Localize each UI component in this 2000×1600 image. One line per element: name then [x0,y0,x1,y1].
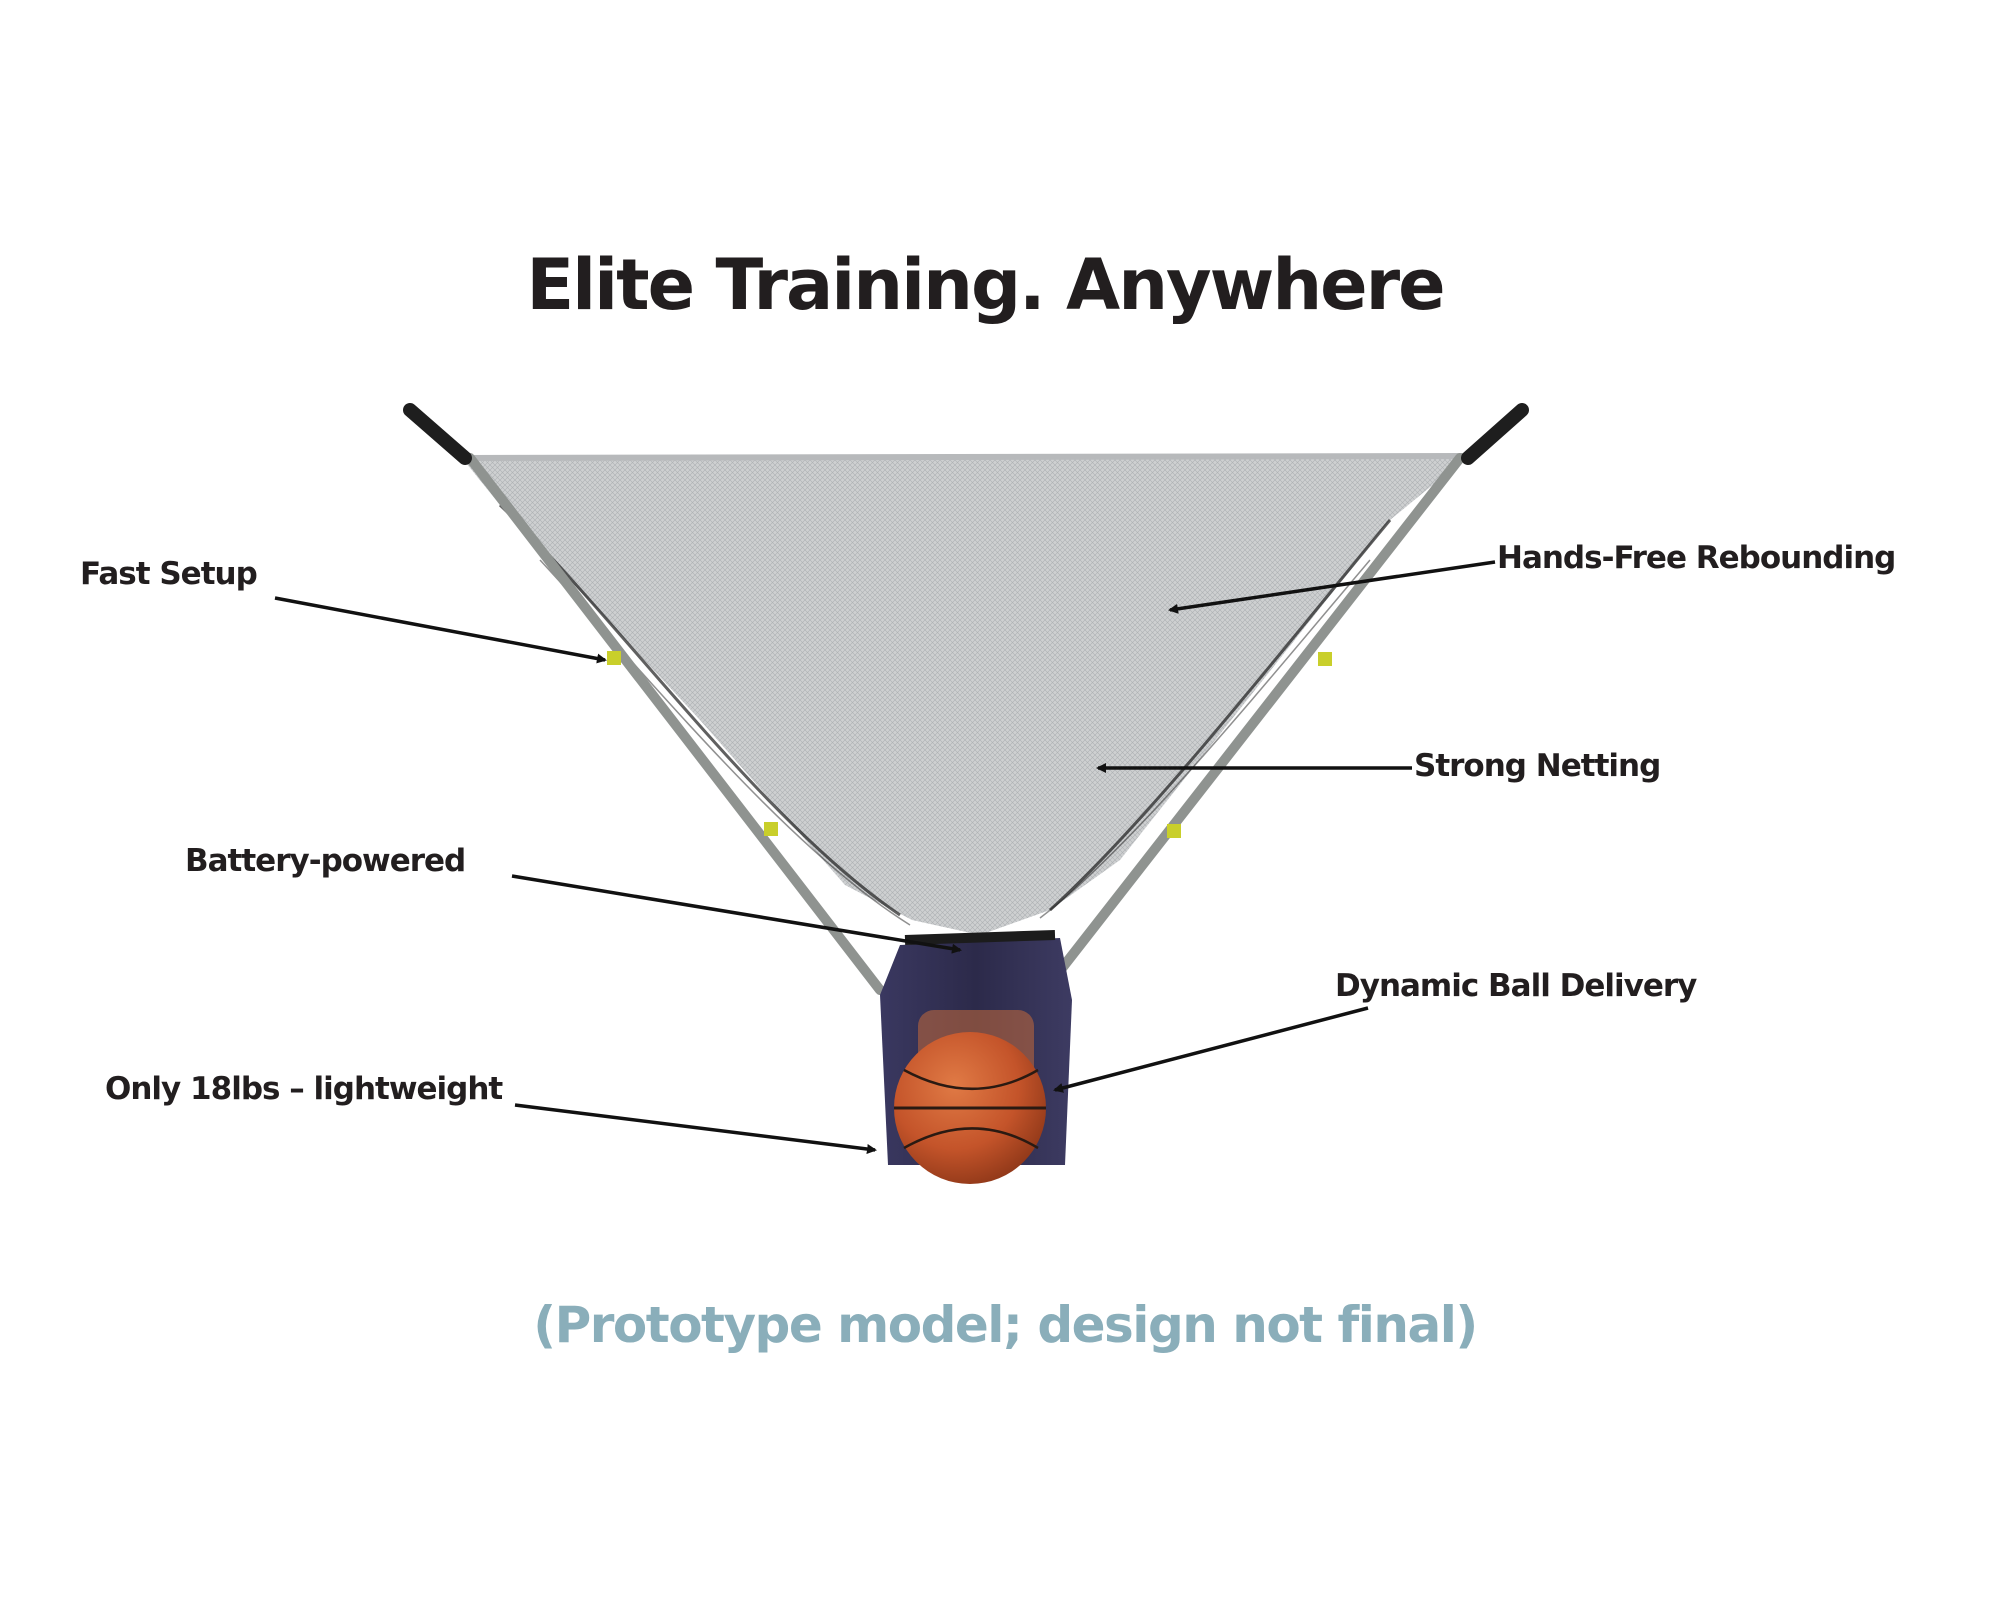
basketball [894,1032,1046,1184]
callout-weight: Only 18lbs – lightweight [105,1071,503,1107]
frame-poles [403,403,1529,995]
pole-clip [1167,824,1181,838]
arrow-weight [514,1103,877,1154]
callout-netting: Strong Netting [1414,748,1661,784]
callout-battery: Battery-powered [185,843,466,879]
callout-delivery: Dynamic Ball Delivery [1335,968,1697,1004]
callout-rebounding: Hands-Free Rebounding [1497,540,1896,576]
callout-arrows [274,560,1496,1154]
pole-clip [764,822,778,836]
arrow-delivery [1053,1006,1369,1093]
page-title: Elite Training. Anywhere [526,244,1445,326]
net [461,453,1469,935]
prototype-disclaimer: (Prototype model; design not final) [533,1296,1478,1354]
arrow-fast-setup [274,596,607,664]
pole-clip [1318,652,1332,666]
arrow-rebounding [1168,560,1496,614]
pole-clip [607,651,621,665]
arrow-battery [511,874,962,954]
callout-fast-setup: Fast Setup [80,556,258,592]
